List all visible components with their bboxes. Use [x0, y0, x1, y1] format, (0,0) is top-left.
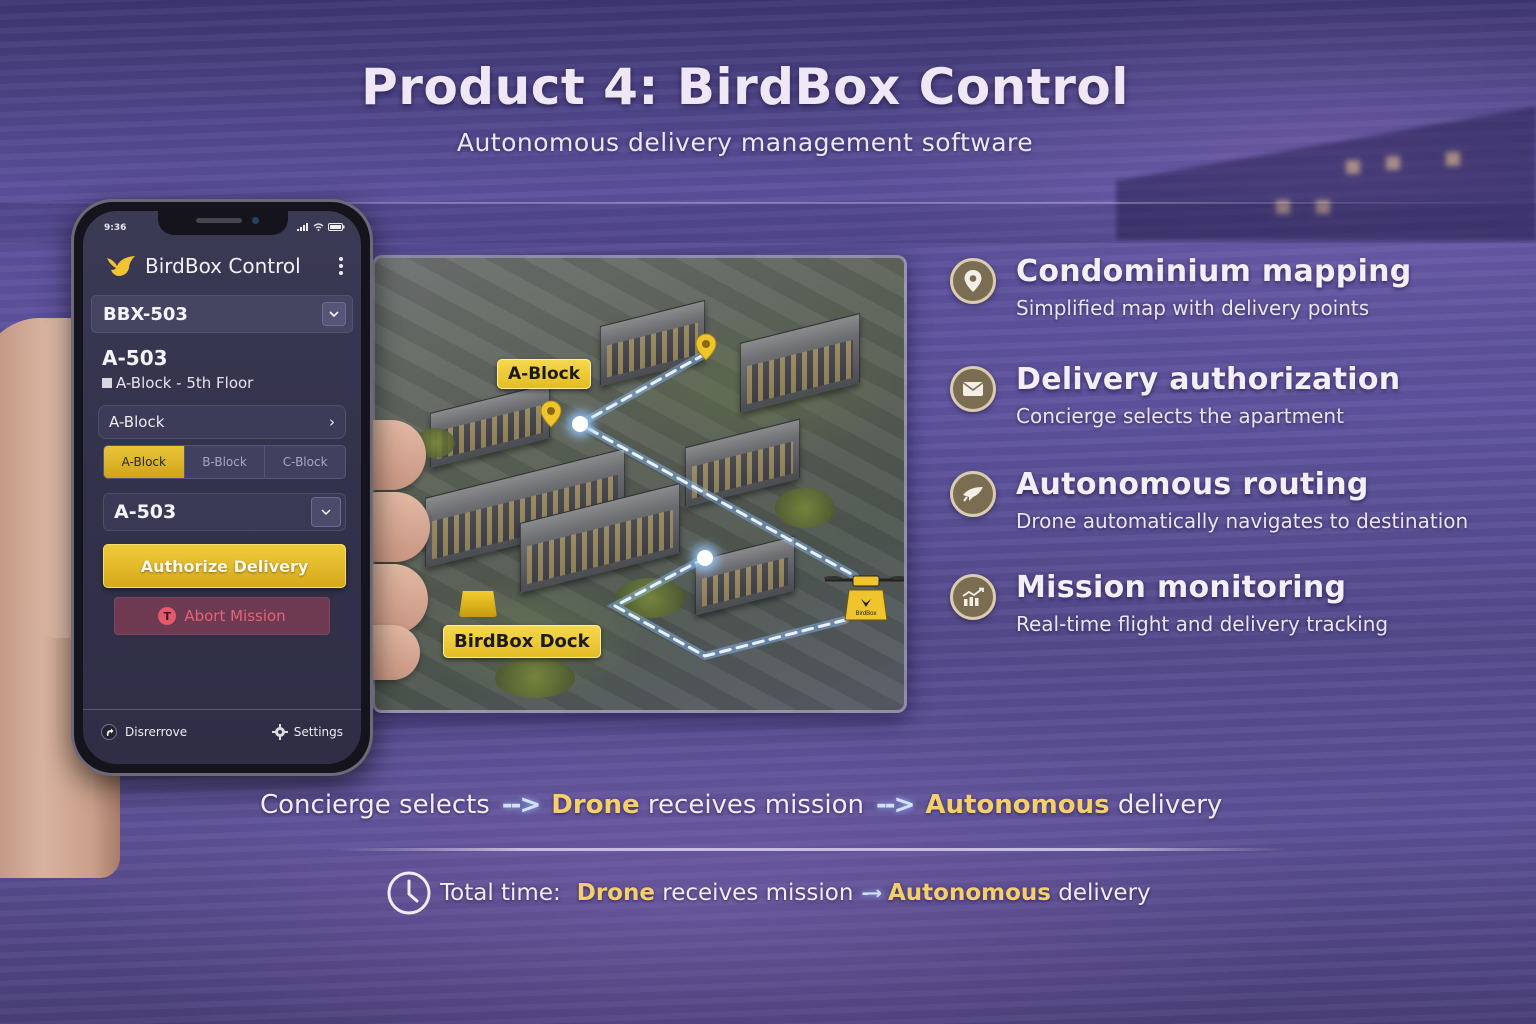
flow-step-concierge: Concierge selects — [260, 790, 490, 820]
building-window — [1316, 200, 1330, 214]
building-window — [1386, 156, 1400, 170]
feature-title: Mission monitoring — [1016, 570, 1347, 605]
apartment-select[interactable]: A-503 — [103, 493, 346, 531]
tab-c-block[interactable]: C-Block — [264, 446, 345, 478]
chevron-down-icon[interactable] — [311, 497, 341, 527]
abort-mission-button[interactable]: T Abort Mission — [114, 597, 330, 635]
feature-desc: Real-time flight and delivery tracking — [1016, 612, 1389, 636]
feature-desc: Simplified map with delivery points — [1016, 296, 1370, 320]
feature-title: Condominium mapping — [1016, 254, 1412, 289]
flow-divider — [330, 848, 1290, 851]
building-window — [1276, 200, 1290, 214]
feature-desc: Drone automatically navigates to destina… — [1016, 509, 1469, 533]
wifi-icon — [313, 223, 324, 231]
apartment-subtitle: A-Block - 5th Floor — [102, 374, 253, 392]
route-icon — [950, 471, 996, 517]
building-window — [1346, 160, 1360, 174]
signal-icon — [297, 223, 308, 231]
building-window — [1446, 152, 1460, 166]
map-tree — [775, 488, 835, 528]
arrow-right-icon: --> — [876, 790, 915, 820]
drone-select-value: BBX-503 — [103, 303, 188, 325]
condominium-map[interactable]: A-Block BirdBox Dock BirdBox — [372, 255, 907, 713]
nav-item-left[interactable]: Disrerrove — [101, 724, 187, 740]
feature-title: Autonomous routing — [1016, 467, 1369, 502]
svg-text:BirdBox: BirdBox — [855, 611, 876, 617]
status-time: 9:36 — [104, 223, 127, 233]
return-icon — [101, 724, 117, 740]
map-tree — [495, 658, 575, 698]
abort-icon: T — [158, 607, 177, 625]
page-title: Product 4: BirdBox Control — [361, 58, 1129, 116]
more-options-icon[interactable] — [335, 253, 347, 279]
drone-icon[interactable]: BirdBox — [823, 572, 907, 628]
total-time-label: Total time: — [440, 880, 561, 906]
status-icons — [297, 223, 345, 231]
map-tree — [615, 578, 685, 618]
arrow-right-icon: --> — [501, 790, 541, 820]
gear-icon — [271, 724, 288, 740]
phone-screen: 9:36 BirdBox Control BBX-5 — [83, 211, 361, 764]
flow-step-drone: Drone receives mission — [551, 790, 864, 820]
abort-mission-label: Abort Mission — [184, 607, 286, 625]
drone-select[interactable]: BBX-503 — [91, 295, 353, 333]
arrow-right-icon: -→ — [861, 882, 882, 904]
block-row[interactable]: A-Block › — [98, 405, 346, 439]
workflow-steps: Concierge selects --> Drone receives mis… — [0, 790, 1536, 820]
page-subtitle: Autonomous delivery management software — [456, 128, 1034, 157]
authorize-delivery-button[interactable]: Authorize Delivery — [103, 544, 346, 588]
feature-desc: Concierge selects the apartment — [1016, 404, 1344, 428]
chevron-down-icon[interactable] — [322, 302, 346, 326]
block-tabs: A-Block B-Block C-Block — [103, 445, 346, 479]
background-building — [1116, 90, 1536, 240]
phone: 9:36 BirdBox Control BBX-5 — [71, 199, 373, 776]
total-time-part2: Autonomous delivery — [888, 880, 1151, 906]
app-title: BirdBox Control — [145, 254, 301, 278]
flow-step-delivery: Autonomous delivery — [925, 790, 1223, 820]
tab-b-block[interactable]: B-Block — [183, 446, 265, 478]
total-time: Total time: Drone receives mission -→ Au… — [386, 870, 1151, 916]
birdbox-logo-icon — [107, 256, 135, 276]
header-divider — [0, 202, 1536, 204]
block-square-icon — [102, 378, 112, 388]
dock-icon — [459, 591, 497, 617]
bottom-nav-divider — [83, 709, 361, 710]
chart-icon — [950, 574, 996, 620]
apartment-location: A-Block - 5th Floor — [116, 374, 254, 392]
total-time-part1: Drone receives mission — [576, 880, 854, 906]
block-row-label: A-Block — [109, 413, 165, 431]
envelope-icon — [950, 366, 996, 412]
battery-icon — [328, 223, 345, 231]
apartment-select-value: A-503 — [114, 501, 177, 523]
apartment-title: A-503 — [102, 346, 168, 370]
nav-left-label: Disrerrove — [125, 725, 188, 739]
map-label-dock[interactable]: BirdBox Dock — [443, 625, 601, 658]
tab-a-block[interactable]: A-Block — [104, 446, 184, 478]
chevron-right-icon: › — [329, 413, 335, 431]
map-pin-icon — [950, 258, 996, 304]
route-waypoint[interactable] — [572, 416, 588, 432]
clock-icon — [387, 871, 431, 915]
phone-notch — [158, 211, 288, 235]
map-label-a-block[interactable]: A-Block — [497, 359, 592, 389]
route-waypoint[interactable] — [697, 550, 713, 566]
nav-item-settings[interactable]: Settings — [271, 724, 343, 740]
map-pin-icon[interactable] — [540, 400, 562, 428]
nav-settings-label: Settings — [293, 725, 343, 739]
app-header: BirdBox Control — [105, 251, 347, 281]
map-pin-icon[interactable] — [695, 333, 717, 361]
feature-title: Delivery authorization — [1016, 362, 1401, 397]
